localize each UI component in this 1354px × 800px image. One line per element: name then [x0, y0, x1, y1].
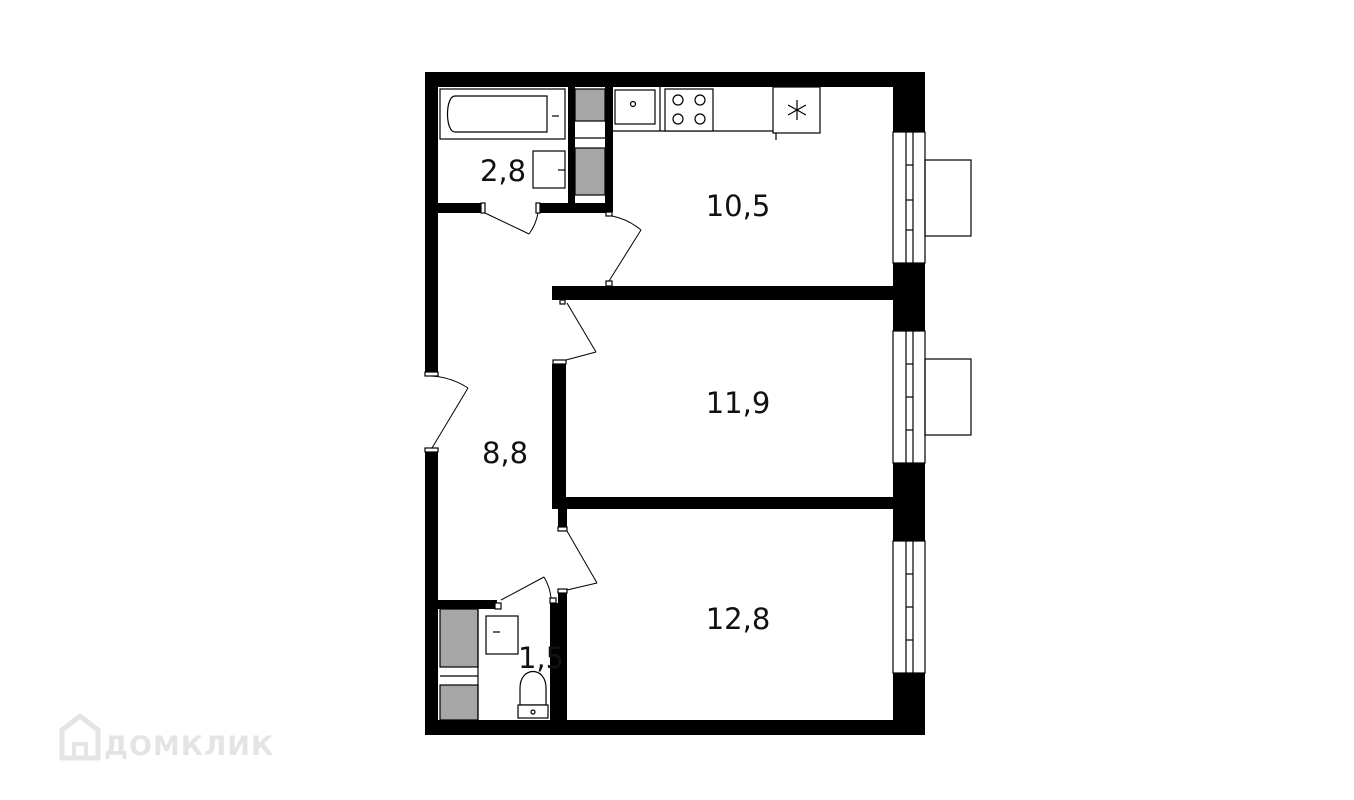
- shafts: [439, 88, 606, 721]
- kitchen-sink: [614, 89, 656, 125]
- wall-right-pier-3: [893, 463, 925, 541]
- outer-walls: [425, 72, 925, 735]
- wall-bathroom-bottom-left: [425, 203, 483, 213]
- stove: [664, 88, 714, 132]
- wall-toilet-top: [425, 600, 497, 609]
- wall-top: [425, 72, 925, 87]
- doors: [424, 202, 642, 610]
- wall-toilet-right: [550, 603, 558, 720]
- shaft-toilet-top: [439, 608, 479, 668]
- wall-left-upper: [425, 72, 438, 372]
- wall-middle-left: [552, 364, 566, 509]
- wall-right-pier-4: [893, 673, 925, 735]
- watermark-text: ДОМКЛИК: [104, 731, 274, 762]
- wall-bottom-room-left-stub: [558, 509, 567, 527]
- balcony-middle-room: [924, 358, 972, 436]
- bathroom-sink: [532, 150, 566, 189]
- kitchen-counter: [613, 86, 821, 140]
- wall-shaft-right: [605, 87, 613, 212]
- wall-shaft-left: [568, 87, 575, 207]
- room-area-hallway: 8,8: [482, 436, 528, 470]
- shaft-bath-top: [574, 88, 606, 122]
- window-bottom-room: [892, 540, 926, 674]
- watermark: ДОМКЛИК: [59, 713, 274, 762]
- wall-right-pier-1: [893, 72, 925, 132]
- room-area-middle-room: 11,9: [706, 386, 771, 420]
- window-kitchen: [892, 131, 926, 264]
- room-area-kitchen: 10,5: [706, 189, 771, 223]
- house-logo-icon: [59, 713, 101, 761]
- wall-kitchen-bottom: [552, 286, 893, 300]
- toilet-sink: [485, 615, 519, 655]
- room-area-bathroom: 2,8: [480, 154, 526, 188]
- room-area-toilet: 1,5: [518, 641, 564, 675]
- wall-bottom: [425, 720, 925, 735]
- wall-left-lower: [425, 452, 438, 735]
- wall-middle-bottom: [552, 497, 893, 509]
- interior-walls: [425, 87, 893, 720]
- wall-bathroom-bottom-right: [538, 203, 608, 213]
- toilet-bowl: [517, 671, 549, 719]
- bathtub: [439, 88, 566, 140]
- snowflake-icon: [787, 100, 807, 120]
- wall-bottom-room-left: [558, 593, 567, 720]
- wall-right-pier-2: [893, 263, 925, 331]
- window-middle-room: [892, 330, 926, 464]
- shaft-bath-bottom: [574, 147, 606, 196]
- room-area-bottom-room: 12,8: [706, 602, 771, 636]
- shaft-toilet-bottom: [439, 684, 479, 721]
- balcony-kitchen: [924, 159, 972, 237]
